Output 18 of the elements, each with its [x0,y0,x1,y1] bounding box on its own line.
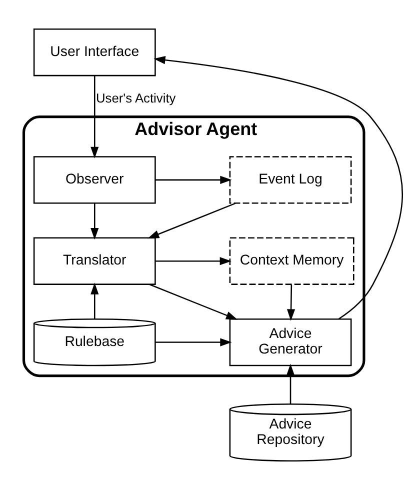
arrow [149,284,238,320]
arrow [155,338,232,346]
arrow [155,176,232,184]
node-box: User Interface [33,28,156,76]
arrow [90,204,99,240]
node-box: Context Memory [229,237,354,285]
arrow [155,257,232,266]
arrow [147,202,236,239]
node-box: Translator [33,237,156,285]
arrow [286,284,296,321]
arrow [154,56,403,320]
edge-label: User's Activity [96,90,176,106]
node-box: Observer [33,156,156,204]
node-box: Advice Generator [229,318,352,366]
arrow [90,76,99,158]
arrow [286,364,295,404]
arrow [90,282,99,319]
node-box: Event Log [229,156,352,204]
